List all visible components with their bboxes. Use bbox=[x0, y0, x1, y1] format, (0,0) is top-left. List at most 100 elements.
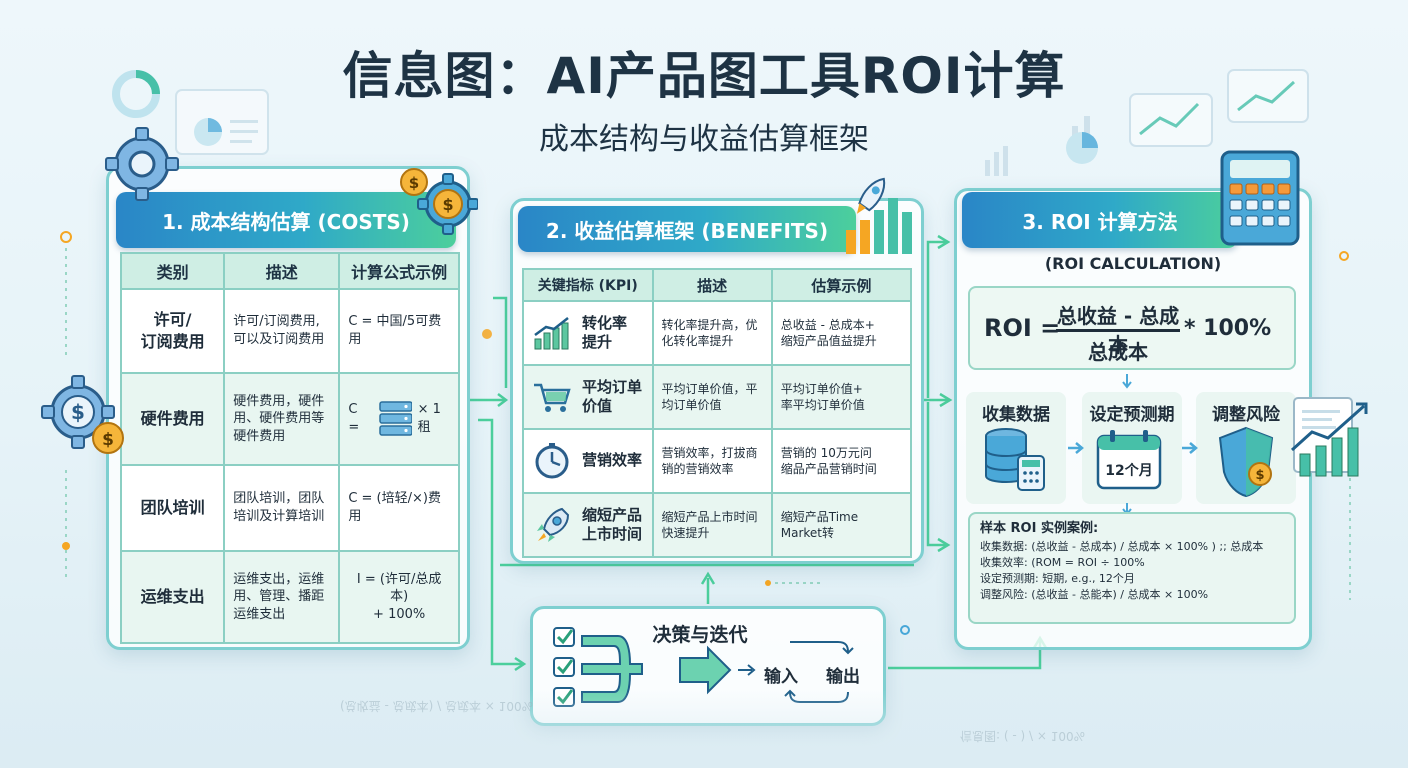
kpi-cell: 转化率 提升 bbox=[522, 300, 654, 366]
benefits-col-example: 估算示例 bbox=[770, 268, 913, 302]
step-arrows bbox=[1068, 442, 1198, 454]
reflection-text: 信息图: ( - ) / × 100% bbox=[960, 729, 1086, 743]
table-row: 转化率 提升 转化率提升高，优 化转化率提升 总收益 - 总成本+ 缩短产品值益… bbox=[522, 300, 913, 366]
kpi-cell: 营销效率 bbox=[522, 428, 654, 494]
roi-example-line: 收集数据: (总收益 - 总成本) / 总成本 × 100% ) ;; 总成本 bbox=[980, 539, 1264, 553]
costs-table: 类别 描述 计算公式示例 许可/ 订阅费用 许可/订阅费用, 可以及订阅费用 C… bbox=[119, 252, 460, 644]
fraction-line bbox=[1056, 329, 1180, 332]
table-row: 缩短产品 上市时间 缩短产品上市时间 快速提升 缩短产品Time Market转 bbox=[522, 492, 913, 558]
roi-example-title: 样本 ROI 实例案例: bbox=[980, 521, 1099, 536]
server-icon bbox=[379, 401, 412, 436]
benefits-table: 关键指标 (KPI) 描述 估算示例 转化率 提升 转化率提升高，优 化转化率提… bbox=[522, 268, 913, 558]
decision-output: 输出 bbox=[826, 667, 860, 687]
svg-text:$: $ bbox=[71, 400, 85, 424]
benefits-col-description: 描述 bbox=[651, 268, 773, 302]
cost-description: 许可/订阅费用, 可以及订阅费用 bbox=[223, 288, 341, 374]
kpi-name: 缩短产品 上市时间 bbox=[582, 505, 643, 544]
rocket-icon bbox=[537, 507, 570, 542]
table-row: 硬件费用 硬件费用，硬件 用、硬件费用等 硬件费用 C = × 1租 bbox=[119, 372, 460, 466]
dollar-gear-icon: $ $ bbox=[400, 168, 478, 235]
growth-chart-icon bbox=[534, 317, 569, 350]
roi-subheader: (ROI CALCULATION) bbox=[1044, 254, 1222, 273]
costs-col-description: 描述 bbox=[223, 252, 341, 290]
calendar-icon bbox=[1096, 430, 1162, 490]
benefits-col-kpi: 关键指标 (KPI) bbox=[522, 268, 654, 302]
page-title: 信息图：AI产品图工具ROI计算 bbox=[342, 47, 1066, 105]
roi-formula: ROI = 总收益 - 总成本 总成本 * 100% bbox=[968, 286, 1296, 370]
table-row: 营销效率 营销效率，打拔商 销的营销效率 营销的 10万元问 缩品产品营销时间 bbox=[522, 428, 913, 494]
cost-formula-suffix: × 1租 bbox=[417, 402, 441, 435]
page-subtitle: 成本结构与收益估算框架 bbox=[539, 122, 869, 157]
donut-chart-icon bbox=[112, 70, 160, 118]
shopping-cart-icon bbox=[534, 383, 571, 412]
roi-example-line: 设定预测期: 短期, e.g., 12个月 bbox=[980, 571, 1135, 585]
roi-example-line: 调整风险: (总收益 - 总能本) / 总成本 × 100% bbox=[980, 587, 1209, 601]
roi-formula-label: ROI = bbox=[984, 314, 1061, 342]
floor-reflection bbox=[0, 690, 1408, 768]
kpi-name: 营销效率 bbox=[582, 451, 643, 470]
cost-formula: C = 中国/5可费用 bbox=[338, 288, 460, 374]
cost-formula-prefix: C = bbox=[348, 402, 360, 435]
roi-denominator: 总成本 bbox=[1088, 340, 1148, 364]
step-set-period: 设定预测期 bbox=[1089, 405, 1175, 425]
svg-text:$: $ bbox=[409, 174, 419, 192]
dashboard-window-icon bbox=[175, 89, 269, 155]
step-collect-data: 收集数据 bbox=[982, 405, 1050, 425]
kpi-description: 转化率提升高，优 化转化率提升 bbox=[651, 300, 773, 366]
kpi-description: 缩短产品上市时间 快速提升 bbox=[651, 492, 773, 558]
costs-header: 1. 成本结构估算 (COSTS) bbox=[116, 192, 456, 248]
kpi-description: 平均订单价值，平 均订单价值 bbox=[651, 364, 773, 430]
calculator-icon bbox=[1220, 150, 1300, 246]
reflection-text: (总收益 - 总成本) / 总成本 × 100% bbox=[340, 699, 533, 713]
table-row: 平均订单 价值 平均订单价值，平 均订单价值 平均订单价值+ 率平均订单价值 bbox=[522, 364, 913, 430]
cost-description: 运维支出，运维 用、管理、播距 运维支出 bbox=[223, 550, 341, 644]
decision-input: 输入 bbox=[764, 667, 798, 687]
flow-connectors bbox=[470, 234, 1048, 672]
kpi-name: 转化率 提升 bbox=[582, 313, 628, 352]
roi-example-line: 收集效率: (ROM = ROI ÷ 100% bbox=[980, 555, 1145, 569]
cost-category: 硬件费用 bbox=[119, 372, 226, 466]
period-value: 12个月 bbox=[1105, 463, 1153, 479]
gear-icon bbox=[105, 127, 179, 201]
cost-formula-cell: C = × 1租 bbox=[338, 372, 460, 466]
report-chart-icon bbox=[1290, 397, 1368, 477]
kpi-example: 总收益 - 总成本+ 缩短产品值益提升 bbox=[770, 300, 913, 366]
roi-header: 3. ROI 计算方法 bbox=[962, 192, 1238, 248]
kpi-description: 营销效率，打拔商 销的营销效率 bbox=[651, 428, 773, 494]
cost-description: 硬件费用，硬件 用、硬件费用等 硬件费用 bbox=[223, 372, 341, 466]
cost-category: 团队培训 bbox=[119, 464, 226, 552]
roi-example-box: 样本 ROI 实例案例: 收集数据: (总收益 - 总成本) / 总成本 × 1… bbox=[968, 512, 1296, 624]
svg-text:$: $ bbox=[1255, 468, 1264, 483]
database-icon bbox=[985, 428, 1045, 491]
svg-text:$: $ bbox=[442, 195, 453, 214]
kpi-example: 平均订单价值+ 率平均订单价值 bbox=[770, 364, 913, 430]
costs-col-formula: 计算公式示例 bbox=[338, 252, 460, 290]
cost-formula: C = (培轻/×)费用 bbox=[338, 464, 460, 552]
cost-category: 许可/ 订阅费用 bbox=[119, 288, 226, 374]
cost-category: 运维支出 bbox=[119, 550, 226, 644]
costs-col-category: 类别 bbox=[119, 252, 226, 290]
rocket-growth-icon bbox=[846, 177, 912, 254]
step-adjust-risk: 调整风险 bbox=[1212, 405, 1280, 425]
decision-title: 决策与迭代 bbox=[652, 624, 748, 646]
table-row: 团队培训 团队培训，团队 培训及计算培训 C = (培轻/×)费用 bbox=[119, 464, 460, 552]
cost-description: 团队培训，团队 培训及计算培训 bbox=[223, 464, 341, 552]
kpi-cell: 缩短产品 上市时间 bbox=[522, 492, 654, 558]
kpi-cell: 平均订单 价值 bbox=[522, 364, 654, 430]
roi-numerator: 总收益 - 总成本 bbox=[1056, 304, 1180, 357]
cost-formula: I = (许可/总成本) + 100% bbox=[338, 550, 460, 644]
table-row: 许可/ 订阅费用 许可/订阅费用, 可以及订阅费用 C = 中国/5可费用 bbox=[119, 288, 460, 374]
table-row: 运维支出 运维支出，运维 用、管理、播距 运维支出 I = (许可/总成本) +… bbox=[119, 550, 460, 644]
right-arrow-icon bbox=[679, 645, 732, 695]
dollar-gear-icon: $ $ bbox=[41, 375, 124, 454]
benefits-header: 2. 收益估算框架 (BENEFITS) bbox=[518, 206, 856, 252]
dotted-guides bbox=[60, 231, 1351, 635]
svg-text:$: $ bbox=[102, 430, 114, 450]
roi-multiplier: * 100% bbox=[1184, 316, 1272, 341]
trend-chart-icon bbox=[985, 69, 1309, 176]
kpi-name: 平均订单 价值 bbox=[582, 377, 643, 416]
kpi-example: 缩短产品Time Market转 bbox=[770, 492, 913, 558]
clock-icon bbox=[535, 443, 569, 479]
risk-shield-icon: $ bbox=[1218, 426, 1274, 498]
